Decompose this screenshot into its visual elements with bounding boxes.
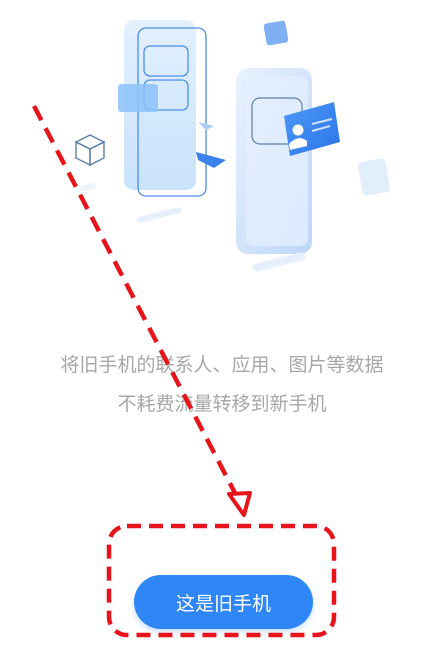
transfer-illustration (74, 20, 391, 272)
new-phone-graphic (236, 68, 312, 272)
float-tile-icon (263, 20, 289, 46)
description-line-2: 不耗费流量转移到新手机 (117, 393, 327, 415)
description-line-1: 将旧手机的联系人、应用、图片等数据 (60, 354, 384, 376)
cube-icon (74, 134, 106, 167)
arrow-head-annotation (227, 491, 252, 517)
contact-card-icon (284, 102, 340, 156)
float-tile-icon (357, 158, 391, 196)
this-is-old-phone-button[interactable]: 这是旧手机 (134, 575, 313, 629)
old-phone-graphic (118, 20, 226, 223)
